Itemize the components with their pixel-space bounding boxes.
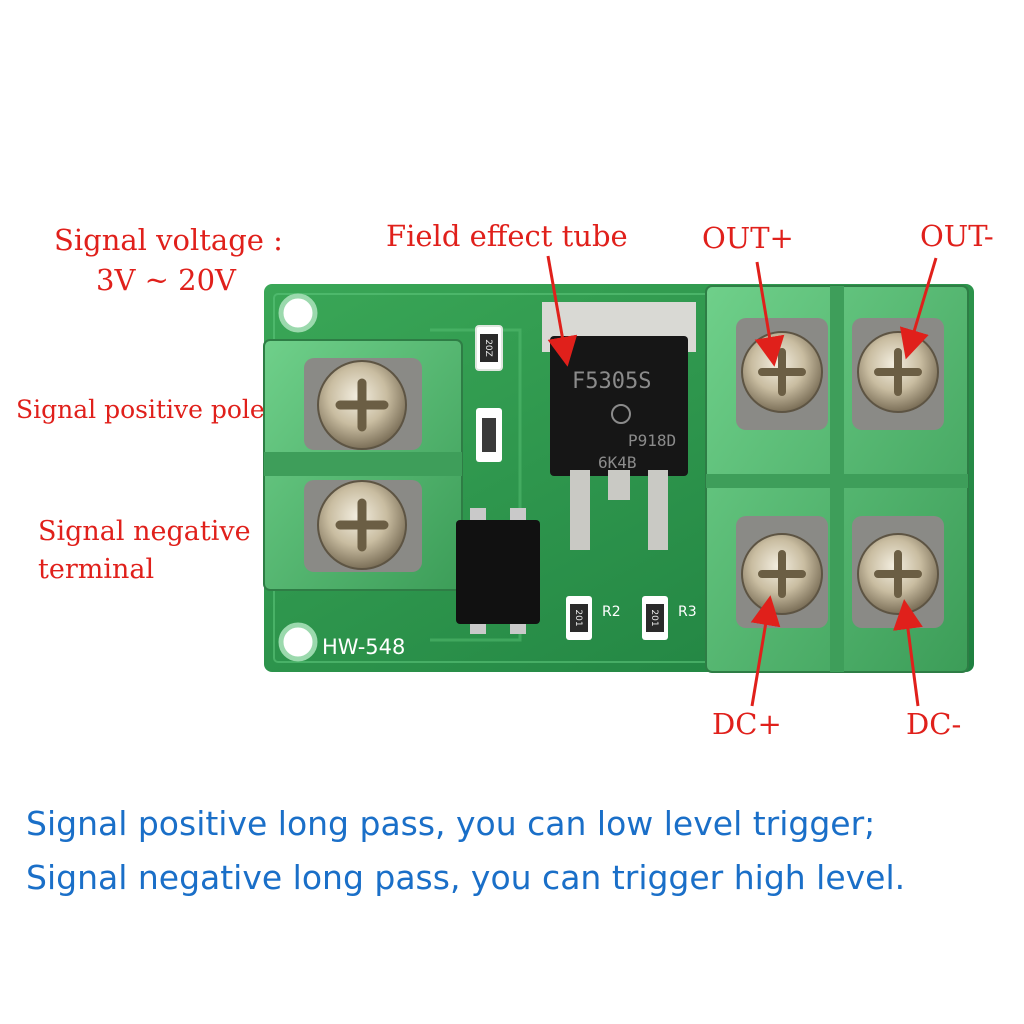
- label-out-minus: OUT-: [920, 219, 994, 253]
- label-signal-negative: Signal negative: [38, 516, 251, 547]
- svg-text:R3: R3: [678, 604, 697, 620]
- resistor-r3: 201 R3: [642, 596, 697, 640]
- arrow-out-minus: [899, 257, 938, 360]
- power-terminal-block: [705, 285, 969, 673]
- svg-text:F5305S: F5305S: [572, 369, 651, 394]
- label-out-plus: OUT+: [702, 221, 794, 255]
- label-dc-plus: DC+: [712, 707, 782, 741]
- arrow-dc-minus: [893, 599, 923, 707]
- svg-text:201: 201: [649, 609, 659, 626]
- label-signal-negative-terminal: terminal: [38, 554, 155, 585]
- label-field-effect-tube: Field effect tube: [386, 219, 628, 253]
- resistor-top: 20Z: [475, 325, 503, 371]
- resistor-r2: 201 R2: [566, 596, 621, 640]
- svg-text:20Z: 20Z: [483, 339, 493, 357]
- label-signal-voltage: Signal voltage :: [54, 223, 283, 257]
- arrow-out-plus: [754, 261, 785, 367]
- label-dc-minus: DC-: [906, 707, 962, 741]
- arrow-dc-plus: [750, 595, 781, 707]
- annotation-arrows: [546, 255, 938, 707]
- optocoupler-chip: [456, 508, 540, 634]
- label-signal-positive-pole: Signal positive pole: [16, 395, 265, 424]
- caption-line-2: Signal negative long pass, you can trigg…: [26, 858, 906, 897]
- svg-text:201: 201: [573, 609, 583, 626]
- mount-hole-bottom: [278, 622, 318, 662]
- label-signal-voltage-range: 3V ~ 20V: [96, 263, 236, 297]
- signal-terminal-block: [263, 339, 463, 591]
- svg-text:6K4B: 6K4B: [598, 453, 637, 472]
- caption-line-1: Signal positive long pass, you can low l…: [26, 804, 876, 843]
- diode: [476, 408, 502, 462]
- svg-text:R2: R2: [602, 604, 621, 620]
- board-model-label: HW-548: [322, 635, 405, 659]
- svg-text:P918D: P918D: [628, 431, 676, 450]
- arrow-field-effect-tube: [546, 255, 578, 367]
- mount-hole-top: [278, 293, 318, 333]
